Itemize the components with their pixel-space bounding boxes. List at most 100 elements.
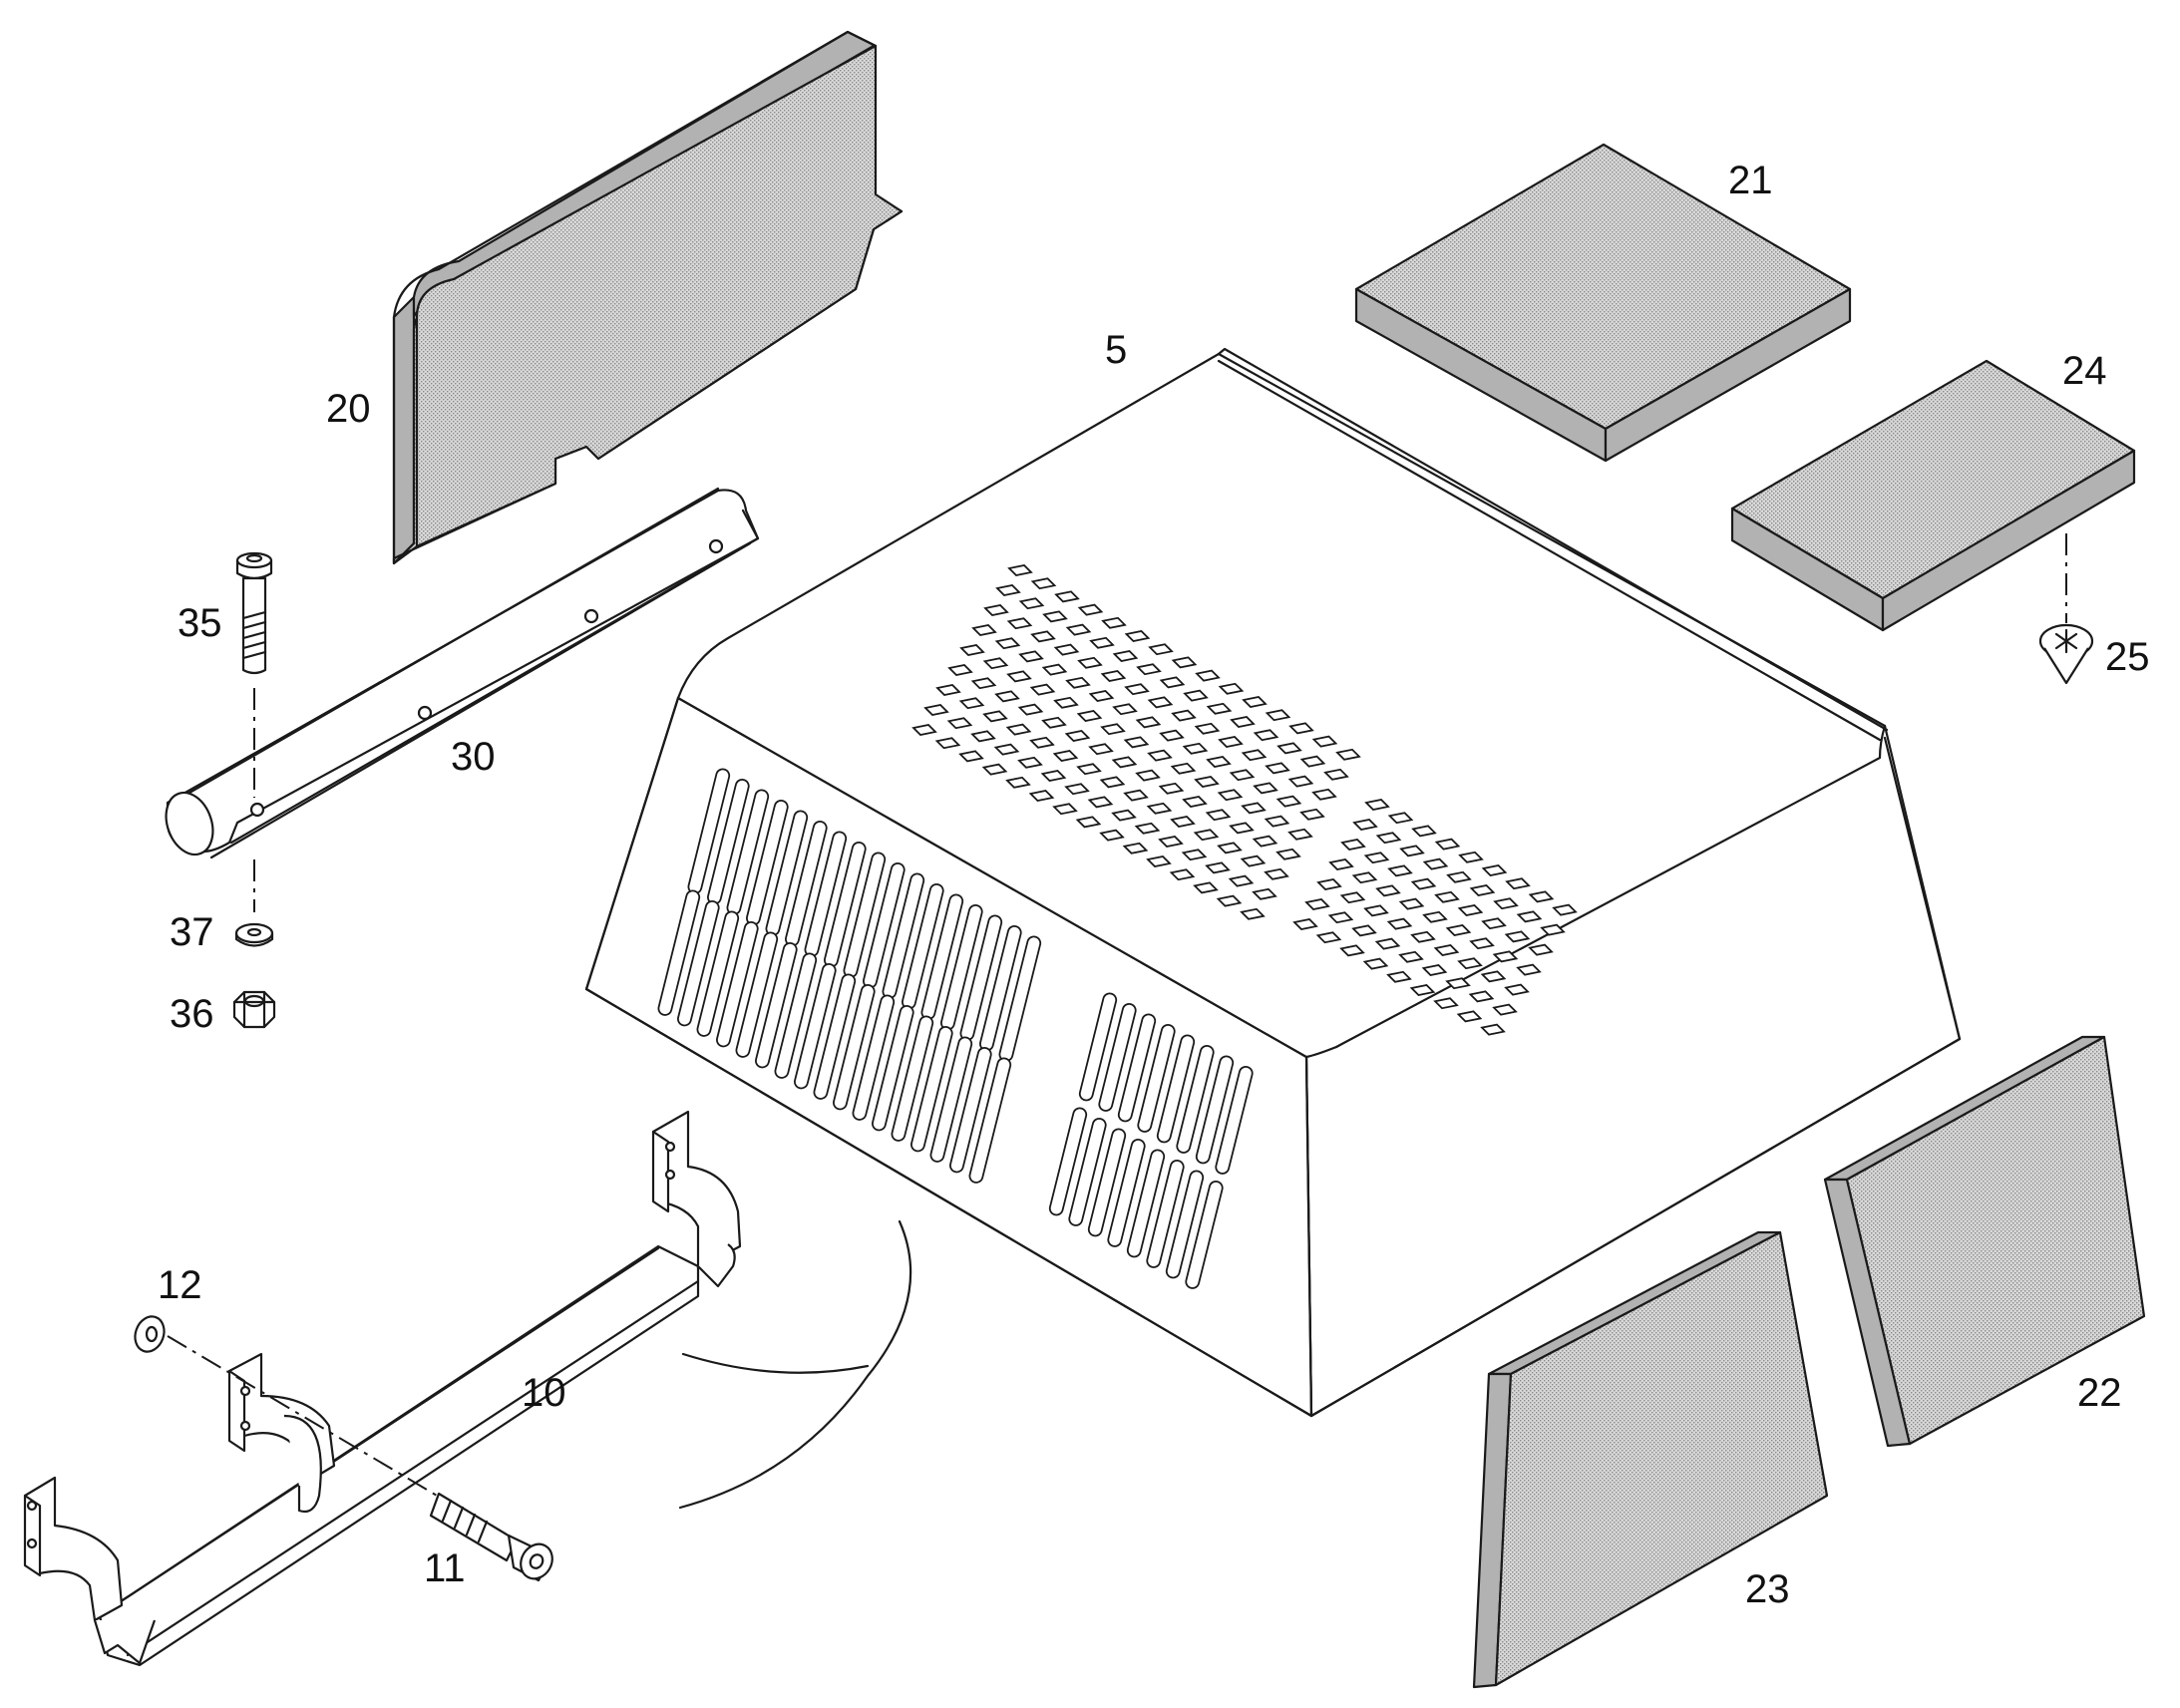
grille-opening — [1206, 702, 1233, 715]
part-5-housing-cover — [584, 347, 1962, 1418]
grille-opening — [1193, 829, 1220, 842]
vent-slot — [813, 973, 857, 1100]
grille-opening — [1540, 923, 1566, 936]
grille-opening — [1017, 756, 1043, 769]
grille-opening — [1182, 742, 1209, 755]
grille-opening — [1194, 722, 1221, 735]
vent-slot — [1107, 1138, 1146, 1247]
vent-slot — [1176, 1044, 1215, 1154]
part-36-hex-nut — [232, 990, 276, 1029]
vent-slot — [833, 983, 876, 1111]
grille-opening — [1387, 864, 1413, 877]
grille-opening — [1445, 977, 1471, 990]
top-grille-large — [911, 564, 1361, 920]
part-10-cross-tube — [23, 1110, 742, 1667]
grille-opening — [1327, 911, 1354, 924]
grille-opening — [1468, 990, 1495, 1003]
grille-opening — [1029, 736, 1055, 749]
vent-slot — [716, 920, 759, 1048]
grille-opening — [1299, 808, 1325, 821]
grille-opening — [1265, 709, 1291, 722]
grille-opening — [1064, 730, 1091, 742]
part-21-insulation-pad — [1354, 143, 1852, 463]
vent-slot — [1048, 1107, 1088, 1216]
vent-slot — [1195, 1055, 1235, 1165]
part-20-insulation-pad — [392, 30, 904, 565]
grille-opening — [934, 737, 961, 750]
part-30-mounting-bar — [165, 487, 760, 859]
grille-opening — [1218, 682, 1245, 695]
grille-opening — [1422, 857, 1449, 870]
grille-opening — [1182, 796, 1208, 808]
grille-opening — [1374, 937, 1401, 950]
grille-opening — [1265, 762, 1290, 775]
grille-opening — [947, 664, 973, 676]
grille-opening — [1363, 852, 1390, 864]
grille-opening — [1410, 930, 1436, 943]
part-24-insulation-pad — [1730, 359, 2136, 632]
grille-opening — [1206, 756, 1232, 768]
vent-slot — [794, 962, 837, 1090]
grille-opening — [1147, 696, 1174, 709]
grille-opening — [958, 697, 985, 710]
grille-opening — [1528, 943, 1554, 956]
vent-slot — [852, 994, 896, 1121]
grille-opening — [1299, 755, 1326, 768]
callout-35: 35 — [178, 601, 222, 645]
vent-slot — [1185, 1180, 1224, 1289]
grille-opening — [1111, 809, 1137, 822]
grille-opening — [1077, 656, 1103, 669]
vent-slot — [1068, 1117, 1107, 1226]
grille-opening — [1253, 782, 1278, 795]
grille-opening — [958, 750, 984, 763]
grille-opening — [1316, 878, 1342, 890]
grille-opening — [1134, 822, 1161, 835]
vent-slot — [1137, 1023, 1176, 1133]
grille-opening — [1351, 924, 1377, 937]
grille-opening — [1205, 861, 1231, 874]
grille-opening — [1136, 663, 1162, 676]
grille-opening — [1399, 845, 1425, 857]
vent-slot — [755, 941, 798, 1069]
grille-opening — [1030, 577, 1057, 590]
grille-opening — [1252, 835, 1278, 848]
grille-opening — [1410, 877, 1437, 890]
grille-opening — [1018, 597, 1045, 610]
grille-opening — [1457, 904, 1484, 916]
grille-opening — [1099, 829, 1125, 842]
grille-opening — [923, 704, 949, 716]
grille-opening — [1135, 769, 1161, 782]
callout-23: 23 — [1745, 1567, 1790, 1611]
callout-20: 20 — [326, 387, 371, 431]
grille-opening — [1275, 848, 1301, 860]
grille-opening — [1362, 957, 1389, 970]
vent-slot — [657, 889, 701, 1016]
grille-opening — [1054, 590, 1080, 603]
grille-opening — [1339, 944, 1365, 957]
grille-opening — [1007, 564, 1033, 576]
grille-opening — [1088, 743, 1114, 756]
grille-opening — [1386, 970, 1412, 983]
grille-opening — [1076, 710, 1103, 722]
grille-opening — [1101, 616, 1127, 629]
grille-opening — [1123, 736, 1150, 749]
rotation-arc — [678, 1219, 912, 1510]
grille-opening — [1493, 897, 1519, 910]
grille-opening — [1287, 775, 1314, 788]
callout-36: 36 — [170, 992, 214, 1036]
bolt-11-axis — [167, 1335, 455, 1507]
grille-opening — [1181, 849, 1208, 861]
grille-opening — [1311, 788, 1337, 801]
grille-opening — [1171, 709, 1197, 722]
grille-opening — [1147, 749, 1173, 762]
grille-opening — [959, 644, 985, 656]
grille-opening — [1123, 789, 1149, 802]
grille-opening — [982, 657, 1009, 670]
grille-opening — [1276, 742, 1302, 755]
grille-opening — [1552, 903, 1578, 916]
grille-opening — [1170, 762, 1197, 775]
grille-opening — [1481, 917, 1507, 930]
grille-opening — [1433, 997, 1459, 1010]
grille-opening — [993, 743, 1020, 756]
callout-22: 22 — [2077, 1371, 2122, 1415]
